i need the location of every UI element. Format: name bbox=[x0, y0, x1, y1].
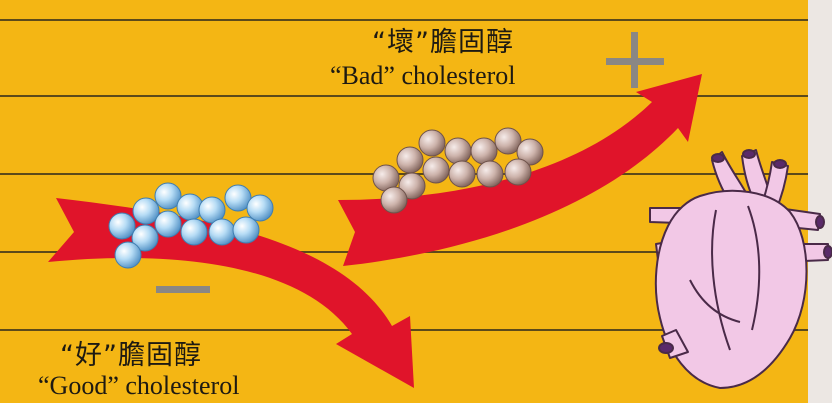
good-cholesterol-label-chinese: “好”膽固醇 bbox=[60, 340, 202, 371]
good-cholesterol-label-english: “Good” cholesterol bbox=[38, 371, 240, 400]
minus-icon bbox=[156, 286, 210, 293]
heart-illustration bbox=[649, 149, 832, 389]
good-cholesterol-particles bbox=[108, 182, 274, 269]
bad-cholesterol-label-english: “Bad” cholesterol bbox=[330, 61, 516, 90]
plus-icon bbox=[606, 32, 664, 88]
bad-cholesterol-particles bbox=[372, 127, 544, 214]
bad-cholesterol-label-chinese: “壞”膽固醇 bbox=[372, 27, 514, 58]
upward-arrow bbox=[338, 74, 702, 266]
